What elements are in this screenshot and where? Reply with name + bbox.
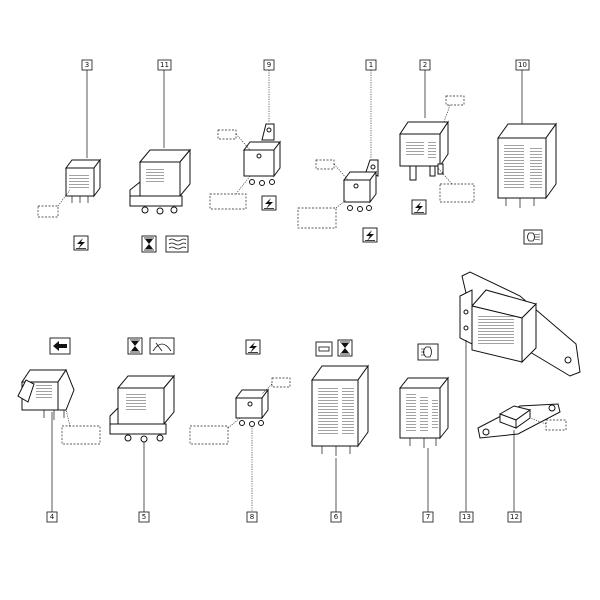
callout-2: 2	[419, 59, 431, 118]
hourglass-icon	[337, 339, 353, 357]
headlamp-washer-icon	[523, 229, 543, 245]
headlamp-icon	[417, 343, 439, 361]
callout-13: 13	[459, 340, 474, 523]
callout-8: 8	[246, 428, 258, 523]
callout-2-label: 2	[423, 61, 427, 69]
callout-5: 5	[138, 442, 150, 523]
hourglass-icon	[141, 235, 157, 253]
callout-9-label: 9	[267, 61, 271, 69]
relay-10	[497, 122, 557, 208]
lightning-icon	[73, 235, 89, 251]
relay-8	[189, 377, 291, 445]
callout-4-label: 4	[50, 513, 55, 521]
callout-7: 7	[422, 448, 434, 523]
relay-1	[297, 159, 379, 229]
turn-signal-arrow-icon	[49, 337, 71, 355]
relay-2	[399, 95, 475, 203]
callout-10: 10	[515, 59, 530, 124]
lightning-icon	[411, 199, 427, 215]
relay-5	[109, 374, 176, 443]
callout-3: 3	[81, 59, 93, 158]
relay-7	[398, 376, 450, 448]
callout-12-label: 12	[510, 513, 519, 521]
relay-6	[311, 364, 369, 456]
callout-8-label: 8	[250, 513, 254, 521]
callout-5-label: 5	[142, 513, 146, 521]
lightning-icon	[245, 339, 261, 355]
callout-7-label: 7	[426, 513, 430, 521]
callout-6-label: 6	[334, 513, 339, 521]
lightning-icon	[362, 227, 378, 243]
relay-11	[129, 148, 192, 215]
callout-11: 11	[157, 59, 172, 148]
callout-9: 9	[263, 59, 275, 122]
relay-4	[17, 368, 101, 445]
callout-6: 6	[330, 458, 342, 523]
callout-1: 1	[365, 59, 377, 158]
hourglass-icon	[127, 337, 143, 355]
wiper-icon	[149, 337, 175, 355]
callout-13-label: 13	[462, 513, 471, 521]
callout-1-label: 1	[369, 61, 373, 69]
relay-12-flat	[477, 403, 567, 439]
callout-3-label: 3	[85, 61, 89, 69]
callout-11-label: 11	[160, 61, 169, 69]
relay-13-with-bracket	[459, 271, 581, 377]
lightning-icon	[261, 195, 277, 211]
callout-4: 4	[46, 412, 58, 523]
relay-9	[209, 123, 281, 210]
rear-defrost-icon	[165, 235, 189, 253]
relay-3	[37, 158, 101, 218]
callout-12: 12	[507, 430, 522, 523]
callout-10-label: 10	[518, 61, 527, 69]
window-icon	[315, 341, 333, 357]
